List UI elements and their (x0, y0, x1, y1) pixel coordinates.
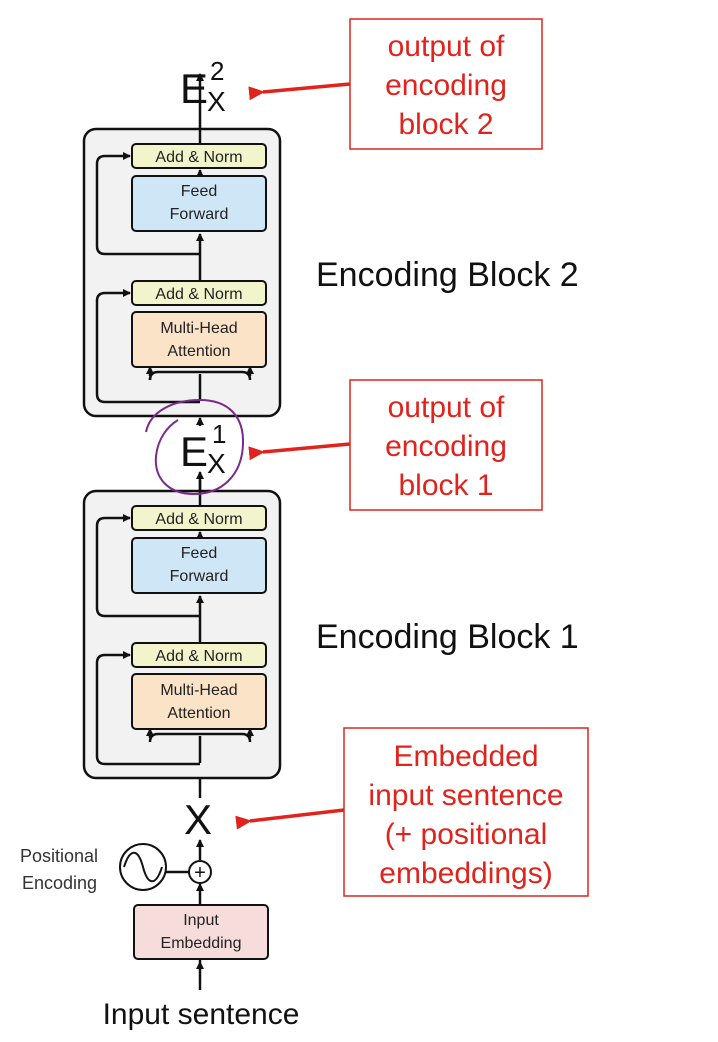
input-sentence-label: Input sentence (103, 998, 300, 1031)
block-2-title: Encoding Block 2 (316, 256, 579, 294)
annotation-arrow-embedding (235, 808, 345, 830)
attention-label-1: Multi-Head (160, 320, 237, 337)
annotation-block-1: output of encoding block 1 (248, 379, 543, 511)
attention-label-2: Attention (167, 705, 230, 722)
annotation-box-block-1 (349, 379, 543, 511)
annotation-embedding-line-1: Embedded (393, 740, 538, 773)
annotation-block-1-line-1: output of (388, 391, 505, 424)
encoding-block-2: Add & Norm Feed Forward Add & Norm Multi… (82, 73, 282, 418)
output-e1-symbol: E 1 X (180, 419, 226, 479)
block-1-title: Encoding Block 1 (316, 618, 579, 656)
add-operator-symbol: + (194, 862, 206, 884)
input-embedding-label-2: Embedding (161, 935, 242, 952)
add-norm-box-bottom (131, 280, 267, 306)
add-norm-box-top (131, 143, 267, 169)
input-embedding-box (133, 904, 269, 960)
add-norm-label-top: Add & Norm (155, 149, 242, 166)
annotation-embedding-line-4: embeddings) (379, 857, 552, 890)
attention-label-1: Multi-Head (160, 682, 237, 699)
annotation-block-2-line-3: block 2 (398, 108, 493, 141)
annotation-arrow-block-2 (248, 82, 351, 101)
add-norm-label-bottom: Add & Norm (155, 286, 242, 303)
e2-base: E (180, 65, 208, 112)
highlight-circle (145, 398, 245, 496)
annotation-arrow-block-1 (248, 442, 351, 461)
feed-forward-label-1: Feed (181, 545, 217, 562)
positional-label-1: Positional (20, 846, 98, 866)
input-embedding-label-1: Input (183, 912, 219, 929)
positional-label-2: Encoding (22, 873, 97, 893)
feed-forward-label-2: Forward (170, 568, 229, 585)
annotation-block-1-line-2: encoding (385, 430, 507, 463)
attention-label-2: Attention (167, 343, 230, 360)
e2-superscript: 2 (210, 56, 224, 86)
annotation-box-embedding (343, 727, 589, 897)
add-norm-box-bottom (131, 642, 267, 668)
output-e2-symbol: E 2 X (180, 56, 226, 117)
e1-base: E (180, 428, 208, 475)
feed-forward-label-1: Feed (181, 183, 217, 200)
annotation-embedding-line-3: (+ positional (385, 818, 548, 851)
feed-forward-box (131, 175, 267, 232)
e2-subscript: X (207, 86, 226, 117)
annotation-block-2-line-1: output of (388, 30, 505, 63)
feed-forward-label-2: Forward (170, 206, 229, 223)
encoding-block-1: Add & Norm Feed Forward Add & Norm Multi… (82, 471, 282, 780)
input-section: Input Embedding + Positional Encoding In… (20, 839, 300, 1031)
annotation-block-2: output of encoding block 2 (248, 18, 543, 150)
annotation-block-1-line-3: block 1 (398, 469, 493, 502)
attention-box (131, 673, 267, 730)
e1-subscript: X (207, 448, 226, 479)
attention-box (131, 311, 267, 368)
annotation-block-2-line-2: encoding (385, 69, 507, 102)
x-symbol: X (184, 796, 212, 843)
add-norm-label-bottom: Add & Norm (155, 648, 242, 665)
add-norm-box-top (131, 505, 267, 531)
annotation-box-block-2 (349, 18, 543, 150)
add-norm-label-top: Add & Norm (155, 511, 242, 528)
sine-wave-icon (123, 851, 163, 883)
annotation-embedding-line-2: input sentence (368, 779, 563, 812)
feed-forward-box (131, 537, 267, 594)
e1-superscript: 1 (212, 419, 226, 449)
annotation-embedding: Embedded input sentence (+ positional em… (235, 727, 589, 897)
